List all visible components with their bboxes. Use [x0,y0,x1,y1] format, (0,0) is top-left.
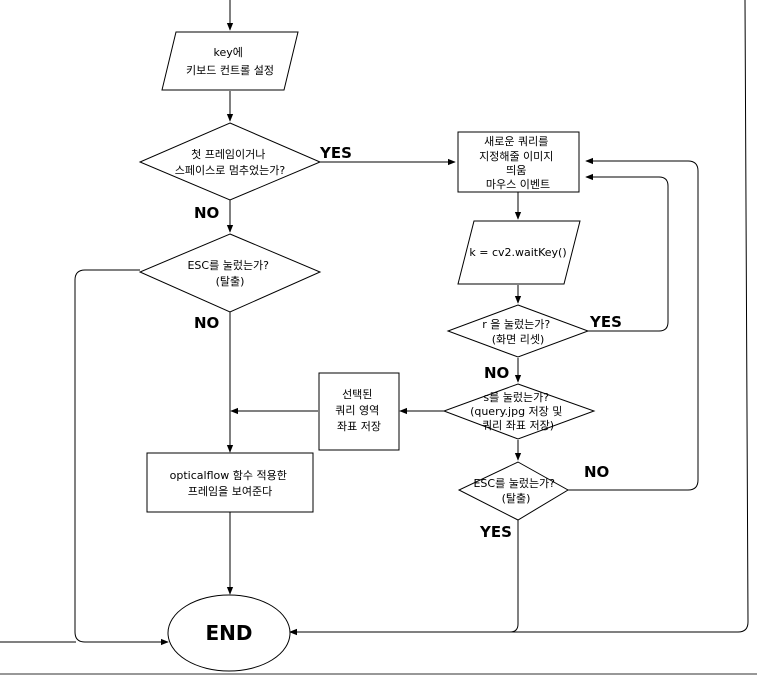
diamond-shape [446,304,590,358]
mouse-event-line-1: 새로운 쿼리를 [484,135,548,148]
node-optical-process: opticalflow 함수 적용한 프레임을 보여준다 [146,452,314,513]
diamond-shape [138,233,322,313]
node-key-io: key에 키보드 컨트롤 설정 [161,31,299,91]
edge-r-yes-loop [585,173,669,332]
diamond-shape [442,383,596,440]
svg-text:ESC를 눌렀는가? (탈출): ESC를 눌렀는가? (탈출) [473,476,558,505]
node-r-key-decision: r 을 눌렀는가? (화면 리셋) [446,304,590,358]
node-esc-right-decision: ESC를 눌렀는가? (탈출) [457,461,569,521]
diamond-shape [138,122,322,201]
end-label: END [205,621,252,645]
first-frame-line-1: 첫 프레임이거나 [191,148,265,161]
node-waitkey-io: k = cv2.waitKey() [457,220,581,285]
label-no-esc-left: NO [194,314,219,332]
label-yes-esc-right: YES [479,523,512,541]
key-io-line-1: key에 [214,46,243,59]
node-save-roi-process: 선택된 쿼리 영역 좌표 저장 [318,372,400,451]
r-key-line-2: (화면 리셋) [492,333,545,346]
optical-line-2: 프레임을 보여준다 [188,485,272,498]
process-box [457,131,580,193]
svg-text:첫 프레임이거나 스페이스로 멈추었는가?: 첫 프레임이거나 스페이스로 멈추었는가? [175,148,286,177]
first-frame-line-2: 스페이스로 멈추었는가? [175,164,286,177]
node-mouse-event-process: 새로운 쿼리를 지정해줄 이미지 띄움 마우스 이벤트 [457,131,580,193]
esc-right-line-1: ESC를 눌렀는가? [473,476,555,490]
edge-labels: YES NO NO YES NO NO YES [194,144,622,541]
label-no-r: NO [484,364,509,382]
svg-text:r 을 눌렀는가? (화면 리셋): r 을 눌렀는가? (화면 리셋) [482,317,553,346]
node-s-key-decision: s를 눌렀는가? (query.jpg 저장 및 쿼리 좌표 저장) [442,383,596,440]
save-roi-line-1: 선택된 [342,388,372,401]
s-key-line-1: s를 눌렀는가? [483,390,549,404]
svg-text:opticalflow 함수 적용한 프레임을: opticalflow 함수 적용한 프레임을 보여준다 [170,469,291,498]
edge-esc-left-yes [74,269,169,646]
svg-text:새로운 쿼리를 지정해줄 이미지 띄: 새로운 쿼리를 지정해줄 이미지 띄움 마우스 이벤트 [479,135,557,191]
key-io-line-2: 키보드 컨트롤 설정 [186,64,274,77]
s-key-line-2: (query.jpg 저장 및 [470,405,562,418]
process-box [146,452,314,513]
diamond-shape [457,461,569,521]
parallelogram-shape [457,220,581,285]
waitkey-label: k = cv2.waitKey() [469,246,566,259]
parallelogram-shape [161,31,299,91]
node-esc-left-decision: ESC를 눌렀는가? (탈출) [138,233,322,313]
edge-esc-right-no-loop [568,157,699,491]
node-first-frame-decision: 첫 프레임이거나 스페이스로 멈추었는가? [138,122,322,201]
terminal-ellipse [167,594,291,672]
svg-text:s를 눌렀는가? (query.jpg 저장 및: s를 눌렀는가? (query.jpg 저장 및 쿼리 좌표 저장) [470,390,566,432]
node-end-terminal: END [167,594,291,672]
label-yes-first: YES [319,144,352,162]
svg-text:key에 키보드 컨트롤 설정: key에 키보드 컨트롤 설정 [186,46,274,77]
save-roi-line-2: 쿼리 영역 [335,404,379,417]
edges [0,0,749,646]
mouse-event-line-3: 띄움 [506,164,526,177]
mouse-event-line-2: 지정해줄 이미지 [479,149,553,163]
optical-line-1: opticalflow 함수 적용한 [170,469,287,482]
mouse-event-line-4: 마우스 이벤트 [486,178,550,191]
esc-right-line-2: (탈출) [502,492,531,505]
process-box [318,372,400,451]
r-key-line-1: r 을 눌렀는가? [482,317,550,331]
save-roi-line-3: 좌표 저장 [337,420,381,433]
edge-right-incoming [289,0,749,636]
label-no-esc-right: NO [584,463,609,481]
label-yes-r: YES [589,313,622,331]
esc-left-line-1: ESC를 눌렀는가? [187,258,269,272]
svg-text:ESC를 눌렀는가? (탈출): ESC를 눌렀는가? (탈출) [187,258,272,288]
label-no-first: NO [194,204,219,222]
svg-text:선택된 쿼리 영역 좌표 저장: 선택된 쿼리 영역 좌표 저장 [335,388,382,433]
esc-left-line-2: (탈출) [216,275,245,288]
s-key-line-3: 쿼리 좌표 저장) [482,419,554,432]
